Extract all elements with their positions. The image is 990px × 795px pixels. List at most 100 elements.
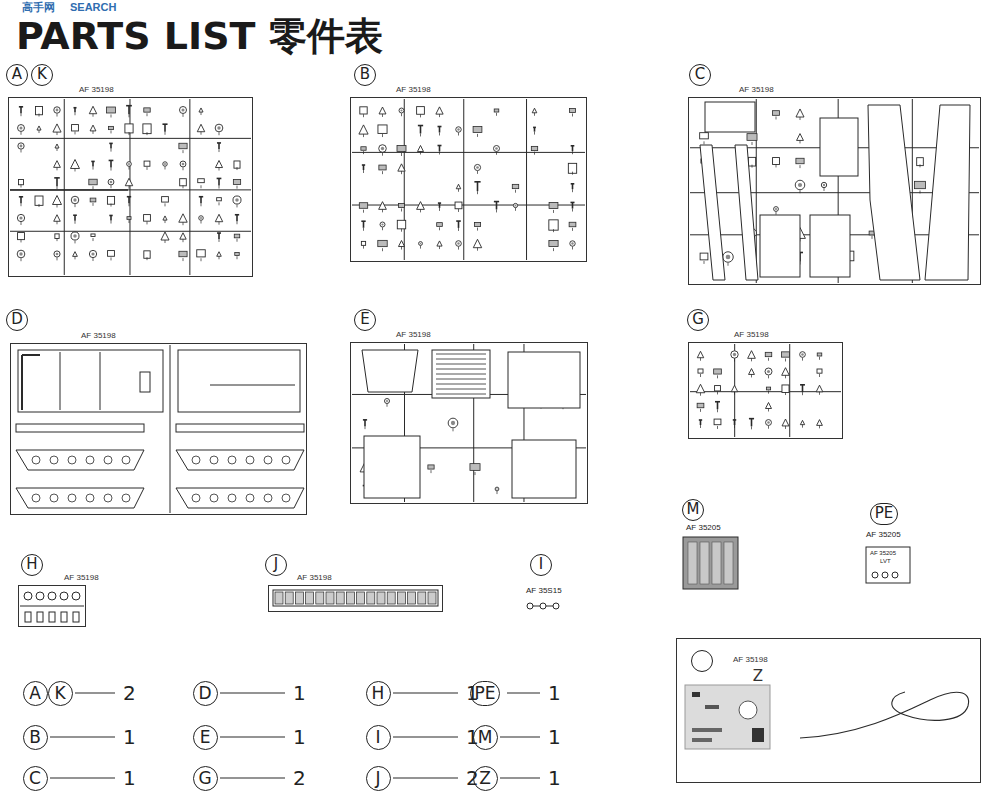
part — [723, 252, 734, 263]
gate — [477, 134, 478, 137]
part-number: AF 35198 — [297, 573, 332, 583]
gate — [496, 113, 497, 116]
part-detail — [767, 370, 770, 373]
part — [570, 241, 575, 246]
gate — [572, 209, 573, 212]
part — [364, 420, 366, 426]
part — [800, 352, 806, 358]
part — [474, 222, 480, 226]
sprue-letter: C — [690, 65, 710, 84]
part — [448, 418, 458, 428]
part — [417, 145, 423, 151]
part — [92, 161, 94, 166]
gate — [183, 114, 184, 117]
part — [572, 202, 574, 208]
sprue-frame: AF 35198 — [350, 342, 588, 504]
part-detail — [56, 253, 59, 256]
part-detail — [386, 400, 388, 402]
part-detail — [400, 109, 402, 111]
gate — [201, 185, 202, 188]
part-number: AF 35198 — [79, 85, 114, 95]
part — [163, 216, 167, 220]
sprue-letter-circle: H — [366, 681, 391, 706]
gate — [57, 257, 58, 260]
part — [197, 124, 204, 131]
part-detail — [823, 184, 825, 186]
quantity-number: 1 — [123, 766, 136, 790]
track-link — [285, 592, 293, 604]
part — [125, 124, 133, 133]
gate — [57, 186, 58, 189]
part — [89, 106, 96, 113]
part — [198, 179, 205, 183]
decal-mark — [692, 728, 722, 732]
fret-part — [700, 542, 709, 584]
gate — [572, 228, 573, 231]
part — [236, 215, 238, 221]
part-detail — [801, 353, 804, 356]
hull-detail — [100, 352, 101, 410]
quantity-number: 1 — [548, 681, 561, 705]
gate — [458, 228, 459, 231]
gate — [477, 171, 478, 174]
sprue-parts — [352, 99, 585, 260]
part — [734, 420, 736, 425]
part — [474, 164, 480, 170]
part — [800, 384, 805, 386]
gate — [401, 153, 402, 156]
part — [89, 179, 97, 185]
sprue-letter: A — [24, 682, 47, 704]
hull-detail — [228, 456, 236, 464]
sprue-letter: J — [266, 555, 286, 574]
part — [549, 240, 558, 246]
gate — [768, 408, 769, 411]
part — [179, 143, 187, 148]
part — [161, 232, 169, 240]
decal-box: AF 35198Z — [676, 638, 981, 783]
gate — [21, 239, 22, 242]
gate — [572, 113, 573, 116]
gate — [776, 116, 777, 119]
part — [90, 125, 96, 131]
count-dash — [50, 777, 115, 778]
sprue-letter: B — [355, 65, 375, 84]
hull-detail — [192, 456, 200, 464]
part — [766, 420, 772, 426]
gate — [439, 151, 440, 154]
hull-detail — [228, 494, 236, 502]
part-detail — [56, 109, 59, 112]
part — [37, 126, 41, 130]
part — [379, 165, 386, 170]
gate — [802, 425, 803, 428]
hull-detail — [22, 355, 40, 410]
gate — [183, 239, 184, 242]
gate — [515, 190, 516, 193]
gate — [363, 151, 364, 154]
part — [513, 203, 517, 207]
part — [109, 160, 114, 162]
pe-fret — [866, 547, 910, 583]
gate — [21, 203, 22, 206]
gate — [734, 425, 735, 428]
grille-slat — [436, 389, 486, 390]
gate — [183, 150, 184, 153]
gate — [147, 132, 148, 135]
part — [748, 351, 756, 359]
hull-detail — [140, 372, 150, 392]
part — [108, 179, 114, 185]
gate — [700, 374, 701, 377]
part — [73, 252, 78, 257]
gate — [420, 152, 421, 155]
sprue-letter-circle: Z — [691, 650, 713, 672]
part — [495, 487, 499, 491]
sprue-letter-circle: E — [193, 725, 218, 750]
part — [18, 143, 24, 149]
gate — [734, 392, 735, 395]
part — [215, 160, 222, 167]
grille — [432, 350, 490, 398]
sprue-letter: C — [24, 767, 47, 789]
part — [363, 221, 365, 228]
runner — [10, 189, 251, 190]
gate — [785, 426, 786, 429]
gate — [57, 114, 58, 117]
